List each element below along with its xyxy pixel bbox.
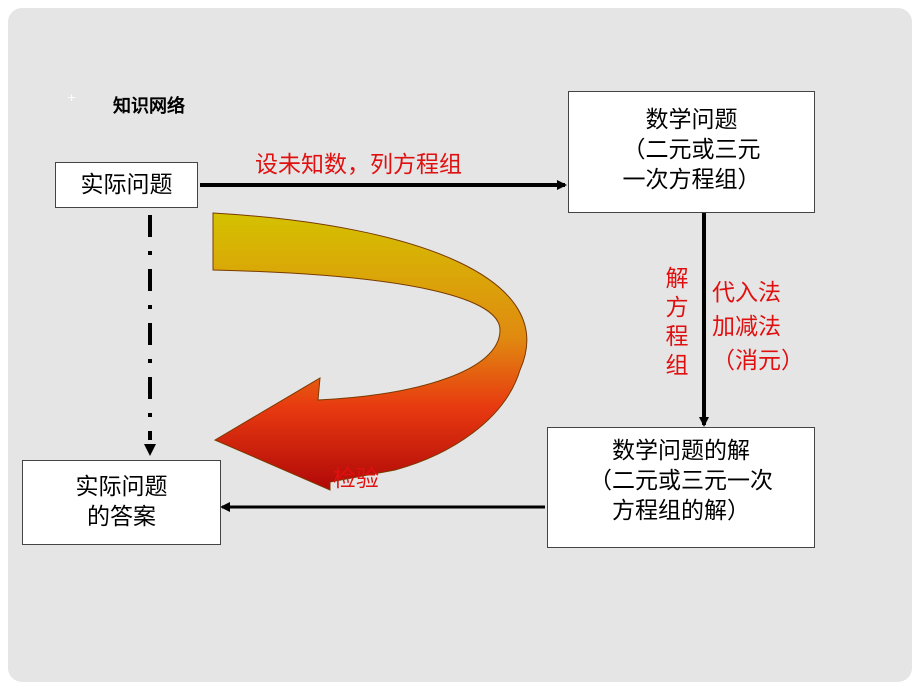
node-real-answer: 实际问题 的答案 — [22, 460, 221, 545]
solve-system-char: 组 — [665, 353, 689, 379]
edge-label-set-unknowns: 设未知数，列方程组 — [255, 152, 462, 178]
verification-curve-arrow — [212, 212, 528, 491]
node-math-problem-line1: 数学问题 — [645, 107, 738, 133]
section-title: 知识网络 — [113, 96, 185, 117]
node-math-solution: 数学问题的解 （二元或三元一次 方程组的解） — [547, 427, 815, 548]
dash-dot-arrowhead — [144, 444, 156, 456]
solve-system-char: 解 — [665, 266, 689, 292]
node-real-answer-line1: 实际问题 — [75, 474, 168, 500]
edge-label-verify: 检验 — [333, 466, 379, 492]
node-math-problem-line2: （二元或三元 — [622, 137, 761, 163]
node-real-problem: 实际问题 — [55, 162, 198, 208]
edge-label-methods: 代入法 加减法 （消元） — [712, 276, 804, 378]
method-note: （消元） — [712, 348, 804, 374]
solve-system-char: 方 — [665, 295, 689, 321]
node-math-problem-line3: 一次方程组） — [622, 167, 761, 193]
edge-label-solve-system: 解方程组 — [660, 265, 694, 381]
node-real-problem-label: 实际问题 — [80, 172, 173, 198]
node-math-solution-line2: （二元或三元一次 — [589, 468, 773, 494]
node-math-solution-line1: 数学问题的解 — [612, 438, 750, 464]
method-elimination: 加减法 — [712, 314, 781, 340]
node-math-problem: 数学问题 （二元或三元 一次方程组） — [568, 91, 815, 213]
bullet-marker: + — [67, 91, 77, 104]
solve-system-char: 程 — [665, 324, 689, 350]
node-real-answer-line2: 的答案 — [87, 504, 156, 530]
method-substitution: 代入法 — [712, 280, 781, 306]
node-math-solution-line3: 方程组的解） — [612, 498, 750, 524]
